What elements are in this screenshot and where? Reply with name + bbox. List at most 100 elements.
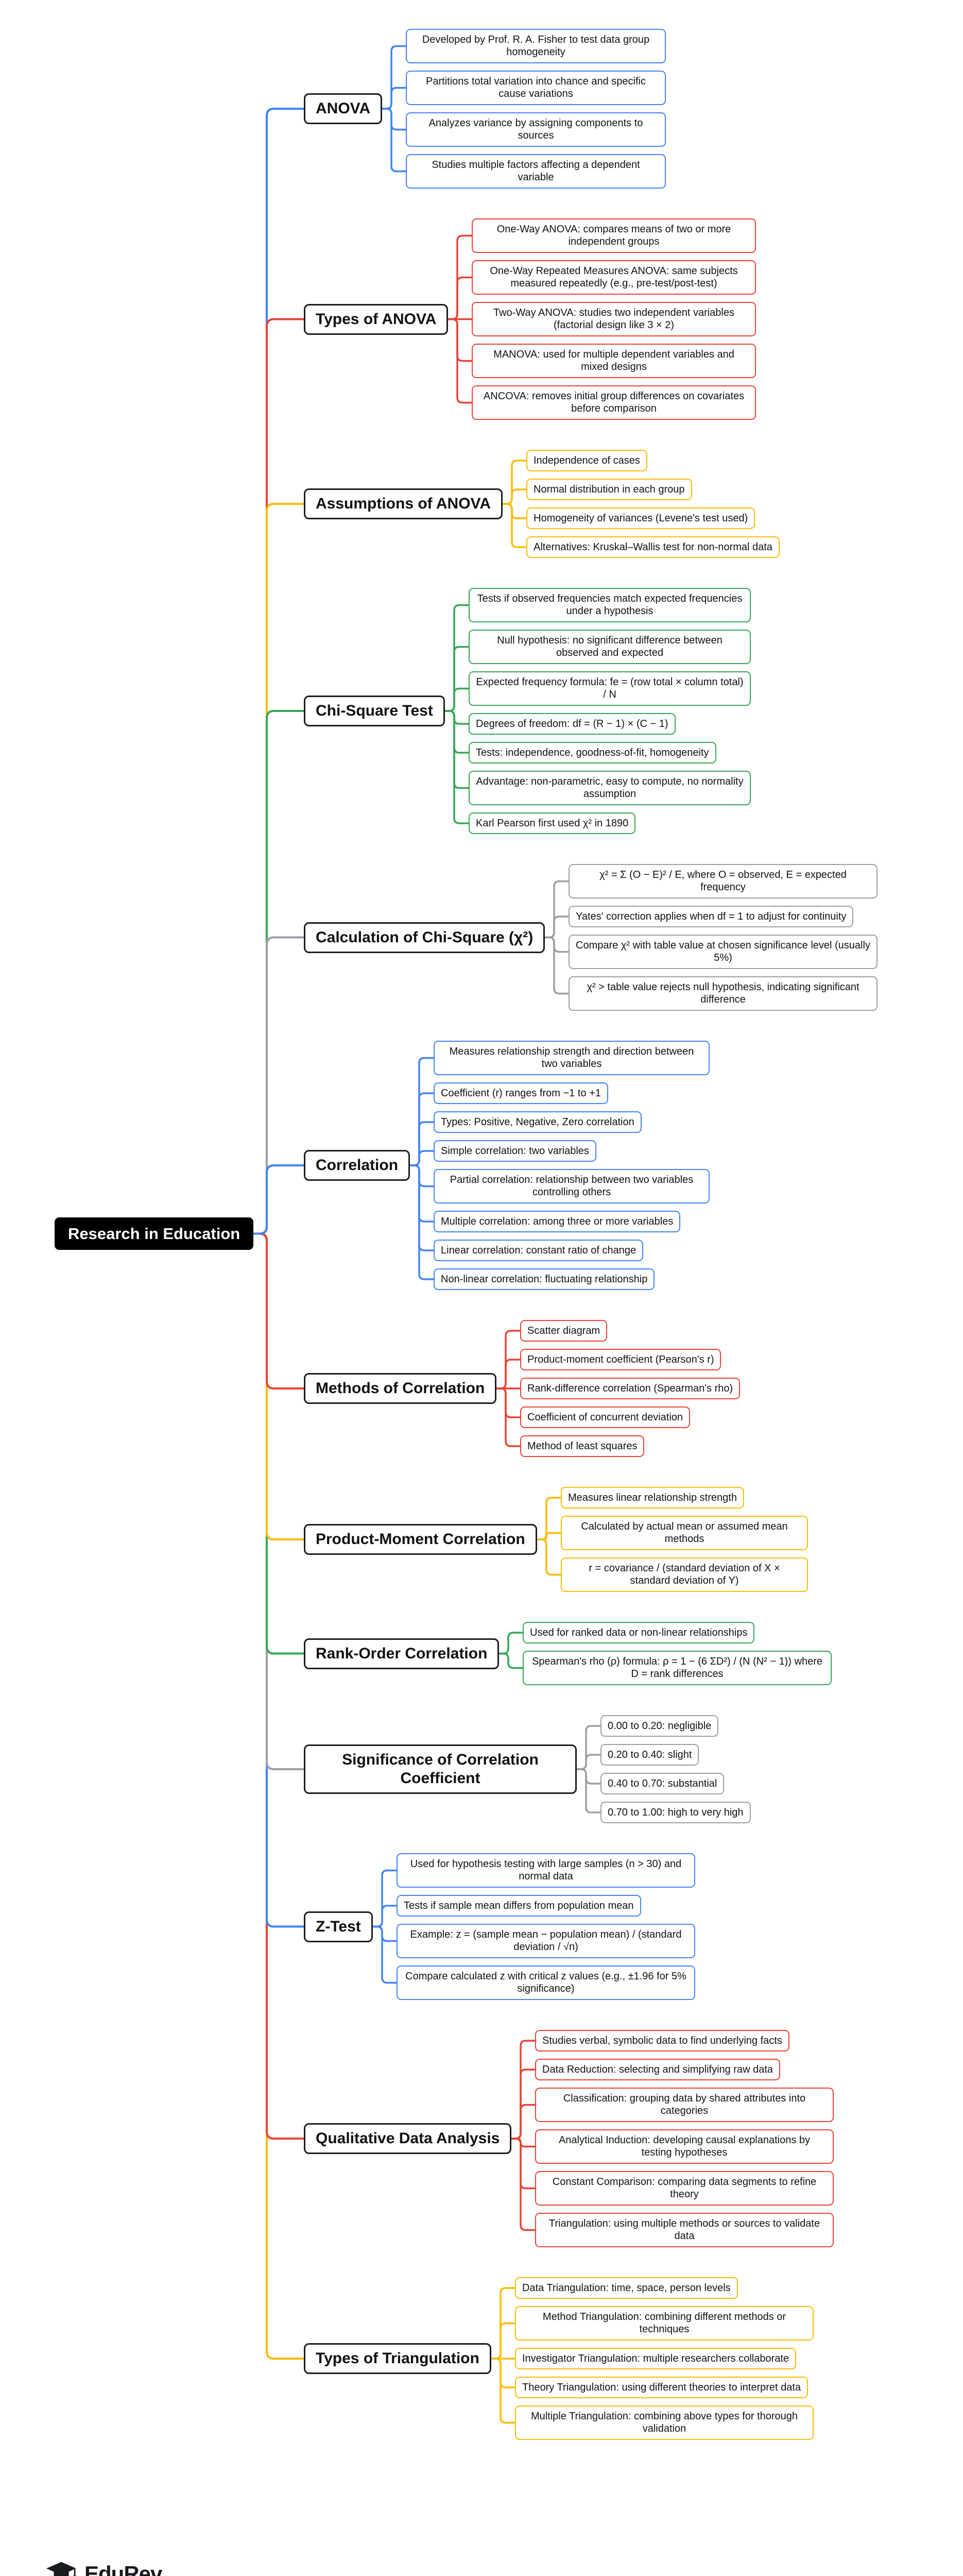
connector-line <box>409 1150 435 1166</box>
leaf-node-chi-square-test-1: Tests if observed frequencies match expe… <box>469 588 751 622</box>
connector-line <box>444 646 470 712</box>
connector-line <box>249 1232 305 1389</box>
leaf-node-product-moment-correlation-3: r = covariance / (standard deviation of … <box>561 1557 808 1592</box>
connector-line <box>498 1632 524 1655</box>
edurev-logo: EduRev <box>45 2560 162 2576</box>
connector-line <box>510 2138 536 2231</box>
connector-line <box>544 936 570 995</box>
leaf-node-calculation-of-chi-square-1: χ² = Σ (O − E)² / E, where O = observed,… <box>569 864 878 899</box>
connector-line <box>444 604 470 712</box>
branch-topic-significance-of-correlation-coefficient: Significance of Correlation Coefficient <box>304 1744 577 1794</box>
connector-line <box>409 1092 435 1166</box>
leaf-node-methods-of-correlation-5: Method of least squares <box>520 1435 645 1458</box>
connector-line <box>249 318 305 1235</box>
connector-line <box>495 1359 521 1389</box>
edurev-wordmark: EduRev <box>84 2562 162 2576</box>
connector-line <box>502 460 527 505</box>
leaf-node-calculation-of-chi-square-2: Yates' correction applies when df = 1 to… <box>569 906 854 928</box>
leaf-node-correlation-6: Multiple correlation: among three or mor… <box>434 1211 681 1233</box>
connector-line <box>249 1232 305 1540</box>
connector-line <box>249 1232 305 1770</box>
leaf-node-z-test-2: Tests if sample mean differs from popula… <box>397 1895 641 1917</box>
connector-line <box>381 108 407 131</box>
connector-line <box>502 488 527 505</box>
leaf-node-z-test-4: Compare calculated z with critical z val… <box>397 1965 695 2000</box>
connector-line <box>409 1057 435 1166</box>
leaf-node-z-test-3: Example: z = (sample mean − population m… <box>397 1924 695 1958</box>
leaf-node-chi-square-test-6: Advantage: non-parametric, easy to compu… <box>469 771 751 805</box>
connector-line <box>536 1532 562 1540</box>
connector-line <box>510 2104 536 2140</box>
connector-line <box>510 2138 536 2148</box>
connector-line <box>249 1232 305 1655</box>
leaf-node-types-of-anova-3: Two-Way ANOVA: studies two independent v… <box>472 302 756 336</box>
branch-topic-types-of-triangulation: Types of Triangulation <box>304 2343 491 2374</box>
leaf-node-qualitative-data-analysis-2: Data Reduction: selecting and simplifyin… <box>535 2059 781 2081</box>
leaf-node-chi-square-test-2: Null hypothesis: no significant differen… <box>469 630 751 664</box>
connector-line <box>409 1164 435 1223</box>
branch-topic-anova: ANOVA <box>304 93 383 124</box>
connector-line <box>498 1652 524 1669</box>
connector-line <box>447 318 473 404</box>
leaf-node-types-of-triangulation-4: Theory Triangulation: using different th… <box>515 2377 809 2399</box>
connector-line <box>381 108 407 173</box>
leaf-node-qualitative-data-analysis-5: Constant Comparison: comparing data segm… <box>535 2171 834 2206</box>
leaf-node-calculation-of-chi-square-3: Compare χ² with table value at chosen si… <box>569 935 878 969</box>
leaf-node-qualitative-data-analysis-1: Studies verbal, symbolic data to find un… <box>535 2030 789 2052</box>
leaf-node-correlation-1: Measures relationship strength and direc… <box>434 1041 710 1075</box>
leaf-node-qualitative-data-analysis-3: Classification: grouping data by shared … <box>535 2088 834 2122</box>
leaf-node-anova-2: Partitions total variation into chance a… <box>406 71 666 105</box>
leaf-node-significance-of-correlation-coefficient-2: 0.20 to 0.40: slight <box>600 1744 699 1766</box>
branch-topic-product-moment-correlation: Product-Moment Correlation <box>304 1524 537 1555</box>
leaf-node-assumptions-of-anova-2: Normal distribution in each group <box>526 479 692 501</box>
connector-line <box>249 710 305 1235</box>
leaf-node-qualitative-data-analysis-6: Triangulation: using multiple methods or… <box>535 2213 834 2247</box>
branch-topic-methods-of-correlation: Methods of Correlation <box>304 1373 497 1404</box>
connector-line <box>544 916 570 939</box>
leaf-node-chi-square-test-4: Degrees of freedom: df = (R − 1) × (C − … <box>469 713 676 735</box>
leaf-node-chi-square-test-7: Karl Pearson first used χ² in 1890 <box>469 812 636 835</box>
connector-line <box>490 2358 516 2424</box>
central-topic-node: Research in Education <box>55 1217 254 1250</box>
graduation-cap-icon <box>46 2562 77 2576</box>
branch-topic-assumptions-of-anova: Assumptions of ANOVA <box>304 488 503 519</box>
connector-line <box>444 710 470 824</box>
connector-line <box>576 1754 601 1770</box>
connector-line <box>409 1121 435 1166</box>
leaf-node-correlation-3: Types: Positive, Negative, Zero correlat… <box>434 1111 642 1133</box>
connector-line <box>544 936 570 953</box>
connector-line <box>372 1869 398 1928</box>
leaf-node-correlation-8: Non-linear correlation: fluctuating rela… <box>434 1268 655 1291</box>
connector-line <box>447 318 473 362</box>
leaf-node-correlation-5: Partial correlation: relationship betwee… <box>434 1169 710 1204</box>
leaf-node-anova-1: Developed by Prof. R. A. Fisher to test … <box>406 29 666 63</box>
connector-line <box>249 936 305 1235</box>
leaf-node-chi-square-test-5: Tests: independence, goodness-of-fit, ho… <box>469 742 716 764</box>
connector-line <box>576 1725 601 1770</box>
leaf-node-significance-of-correlation-coefficient-1: 0.00 to 0.20: negligible <box>600 1715 719 1737</box>
connector-line <box>409 1164 435 1280</box>
connector-line <box>490 2322 516 2360</box>
leaf-node-rank-order-correlation-2: Spearman's rho (ρ) formula: ρ = 1 − (6 Σ… <box>523 1651 832 1685</box>
leaf-node-assumptions-of-anova-1: Independence of cases <box>526 450 647 472</box>
connector-line <box>372 1925 398 1984</box>
leaf-node-product-moment-correlation-2: Calculated by actual mean or assumed mea… <box>561 1516 808 1550</box>
connector-line <box>447 276 473 320</box>
connector-line <box>536 1538 562 1576</box>
leaf-node-methods-of-correlation-2: Product-moment coefficient (Pearson's r) <box>520 1349 721 1371</box>
leaf-node-methods-of-correlation-1: Scatter diagram <box>520 1320 608 1342</box>
leaf-node-z-test-1: Used for hypothesis testing with large s… <box>397 1853 695 1888</box>
connector-line <box>249 1164 305 1235</box>
leaf-node-calculation-of-chi-square-4: χ² > table value rejects null hypothesis… <box>569 976 878 1011</box>
connector-line <box>444 687 470 712</box>
connector-line <box>544 880 570 939</box>
connector-line <box>502 503 527 519</box>
branch-topic-rank-order-correlation: Rank-Order Correlation <box>304 1638 500 1669</box>
connector-line <box>444 710 470 725</box>
leaf-node-assumptions-of-anova-3: Homogeneity of variances (Levene's test … <box>526 507 755 530</box>
connector-line <box>510 2040 536 2140</box>
connector-line <box>495 1387 521 1418</box>
leaf-node-types-of-triangulation-2: Method Triangulation: combining differen… <box>515 2306 814 2341</box>
